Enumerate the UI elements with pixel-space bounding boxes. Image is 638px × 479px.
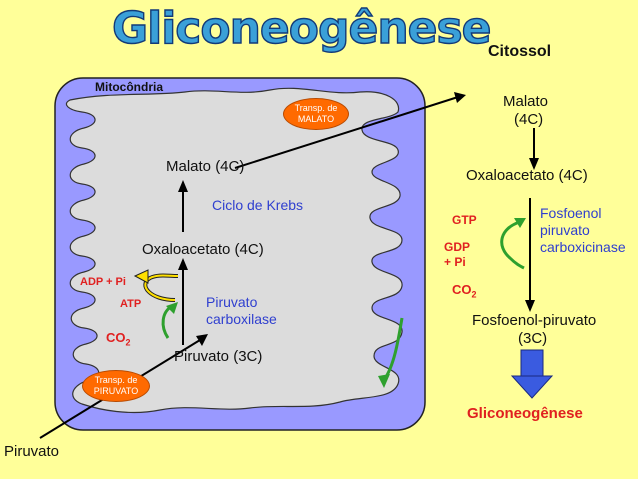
transporter-line: Transp. de — [94, 375, 138, 385]
big-blue-down-arrow — [510, 349, 554, 399]
krebs-cycle-label: Ciclo de Krebs — [212, 197, 304, 213]
arrow-malato-out — [234, 96, 459, 169]
outside-piruvato: Piruvato — [4, 443, 60, 460]
green-co2-arrow-cytosol — [500, 220, 525, 270]
page-title: Gliconeogênese — [111, 3, 492, 54]
mito-malato: Malato (4C) — [166, 158, 245, 175]
transporter-line: MALATO — [297, 114, 335, 124]
gdp-pi-line: + Pi — [444, 255, 466, 269]
mitochondria-heading: Mitocôndria — [95, 80, 163, 94]
pepck-enzyme-label: Fosfoenol piruvato carboxicinase — [540, 205, 626, 256]
transporter-line: PIRUVATO — [93, 386, 139, 396]
enzyme-line: Piruvato — [206, 294, 258, 310]
gtp-label: GTP — [452, 213, 477, 227]
adp-label: ADP + Pi — [80, 276, 126, 288]
mito-oxaloacetato: Oxaloacetato (4C) — [142, 241, 264, 258]
enzyme-line: Fosfoenol — [540, 205, 602, 221]
cytosol-malato: Malato — [503, 93, 549, 110]
enzyme-line: carboxicinase — [540, 239, 626, 255]
cytosol-pep: Fosfoenol-piruvato — [472, 312, 597, 329]
gdp-line: GDP — [444, 240, 471, 254]
cytosol-pep-carbons: (3C) — [518, 330, 548, 347]
co2-text: CO — [452, 282, 472, 297]
transporter-line: Transp. de — [294, 103, 338, 113]
co2-subscript: 2 — [471, 289, 477, 300]
enzyme-line: piruvato — [540, 222, 590, 238]
mito-co2: CO2 — [106, 330, 131, 348]
result-label: Gliconeogênese — [467, 405, 583, 422]
co2-text: CO — [106, 330, 126, 345]
cytosol-co2: CO2 — [452, 282, 477, 300]
cytosol-oxaloacetato: Oxaloacetato (4C) — [466, 167, 588, 184]
atp-label: ATP — [120, 298, 142, 310]
cytosol-heading: Citossol — [488, 43, 552, 60]
co2-subscript: 2 — [125, 337, 131, 348]
cytosol-malato-carbons: (4C) — [514, 111, 544, 128]
mito-piruvato: Piruvato (3C) — [174, 348, 263, 365]
enzyme-line: carboxilase — [206, 311, 277, 327]
gdp-label: GDP + Pi — [444, 240, 470, 270]
mitochondrion-inner-membrane — [65, 87, 403, 414]
pyruvate-carboxylase-label: Piruvato carboxilase — [206, 294, 277, 328]
